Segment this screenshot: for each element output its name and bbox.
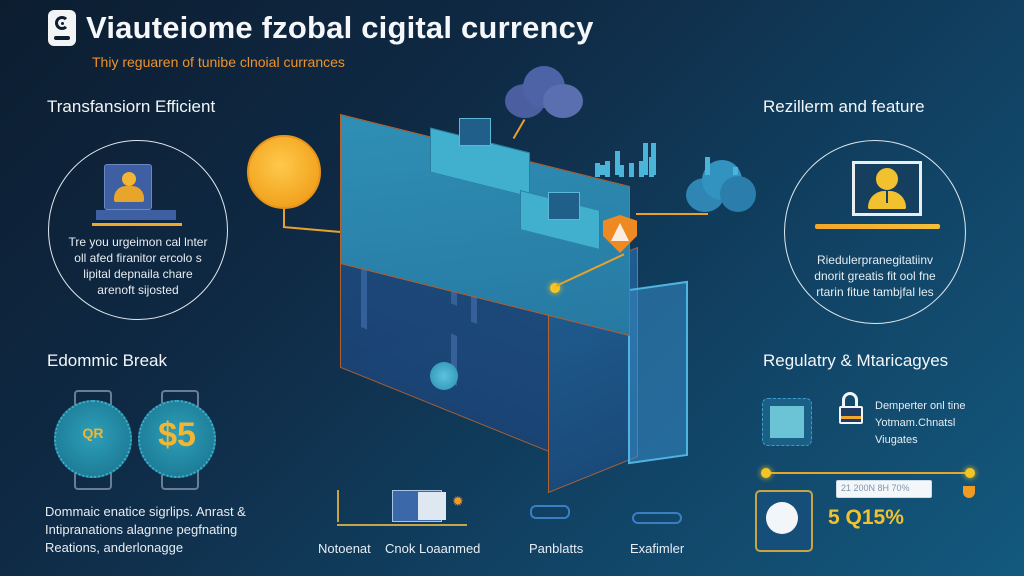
spark-icon: ✹ — [452, 493, 464, 509]
desk-icon — [96, 210, 176, 220]
server-cube-icon — [548, 192, 580, 220]
circuit-line — [337, 490, 339, 522]
section-heading-transaction: Transfansiorn Efficient — [47, 97, 216, 116]
connector-line — [512, 118, 526, 140]
text-line: arenoft sijosted — [97, 283, 179, 297]
timeline-line — [768, 472, 970, 474]
section-heading-resilience: Rezillerm and feature — [763, 97, 925, 116]
lock-icon-body — [839, 406, 863, 424]
text-line: lipital depnaila chare — [83, 267, 193, 281]
timeline-node — [761, 468, 771, 478]
dollar-coin-icon — [138, 400, 216, 478]
feature-text-transaction: Tre you urgeimon cal lnter oll afed fira… — [55, 234, 221, 298]
page-title: Viauteiome fzobal cigital currency — [86, 10, 594, 45]
tray-icon — [632, 512, 682, 524]
key-line-icon — [815, 224, 940, 229]
monitor-icon — [104, 164, 152, 210]
feature-circle-resilience — [784, 140, 966, 324]
text-line: oll afed firanitor ercolo s — [74, 251, 202, 265]
qr-coin-icon — [54, 400, 132, 478]
mini-input-field[interactable]: 21 200N 8H 70% — [836, 480, 932, 498]
bottom-label-exafimler: Exafimler — [630, 541, 685, 556]
bottom-label-cnok: Cnok Loaanmed — [385, 541, 481, 556]
connector-line — [283, 209, 285, 227]
gold-coin-icon — [247, 135, 321, 209]
text-line: Tre you urgeimon cal lnter — [68, 235, 208, 249]
server-cube-icon — [459, 118, 491, 146]
person-icon — [122, 172, 136, 186]
lock-icon-stripe — [841, 416, 861, 419]
dollar-coin-glyph: $5 — [158, 416, 196, 454]
building-door — [628, 280, 688, 465]
cloud-icon — [505, 66, 583, 120]
text-line: Yotmam.Chnatsl — [875, 417, 956, 429]
qr-coin-glyph: QR — [82, 425, 104, 441]
divider-line — [92, 223, 182, 226]
connector-node — [550, 283, 560, 293]
pin-icon — [963, 486, 975, 498]
feature-text-economic: Dommaic enatice sigrlips. Anrast & Intip… — [45, 503, 246, 557]
section-heading-regulatory: Regulatry & Mtaricagyes — [763, 351, 949, 370]
text-line: Dommaic enatice sigrlips. Anrast & — [45, 504, 246, 519]
section-heading-economic: Edommic Break — [47, 351, 167, 370]
connector-line — [636, 213, 708, 215]
document-icon — [418, 492, 446, 520]
circuit-line — [337, 524, 467, 526]
text-line: Demperter onl tine — [875, 400, 966, 412]
person-icon-body — [114, 186, 144, 202]
lock-icon — [842, 392, 858, 408]
app-logo-icon — [48, 10, 76, 46]
lock-description: Demperter onl tine Yotmam.Chnatsl Viugat… — [875, 398, 966, 449]
tie-icon — [886, 191, 888, 203]
page-subtitle: Thiy reguaren of tunibe clnoial currance… — [92, 54, 345, 70]
text-line: Riedulerpranegitatiinv — [816, 253, 934, 267]
text-line: Viugates — [875, 434, 918, 446]
seal-icon — [430, 362, 458, 390]
user-icon — [876, 168, 898, 190]
feature-circle-transaction — [48, 140, 228, 320]
timeline-node — [965, 468, 975, 478]
map-icon — [770, 406, 804, 438]
text-line: rtarin fitue tambjfal les — [816, 285, 934, 299]
tray-icon — [530, 505, 570, 519]
device-screen-icon — [766, 502, 798, 534]
text-line: dnorit greatis fit ool fne — [814, 269, 936, 283]
cloud-icon — [686, 160, 756, 214]
stat-value: 5 Q15% — [828, 506, 904, 529]
header: Viauteiome fzobal cigital currency — [48, 10, 594, 46]
text-line: Intipranations alagnne pegfnating — [45, 522, 238, 537]
bottom-label-panblatts: Panblatts — [529, 541, 584, 556]
text-line: Reations, anderlonagge — [45, 540, 184, 555]
feature-text-resilience: Riedulerpranegitatiinv dnorit greatis fi… — [800, 252, 950, 300]
bottom-label-notoenat: Notoenat — [318, 541, 371, 556]
bar-chart-icon — [595, 155, 715, 177]
